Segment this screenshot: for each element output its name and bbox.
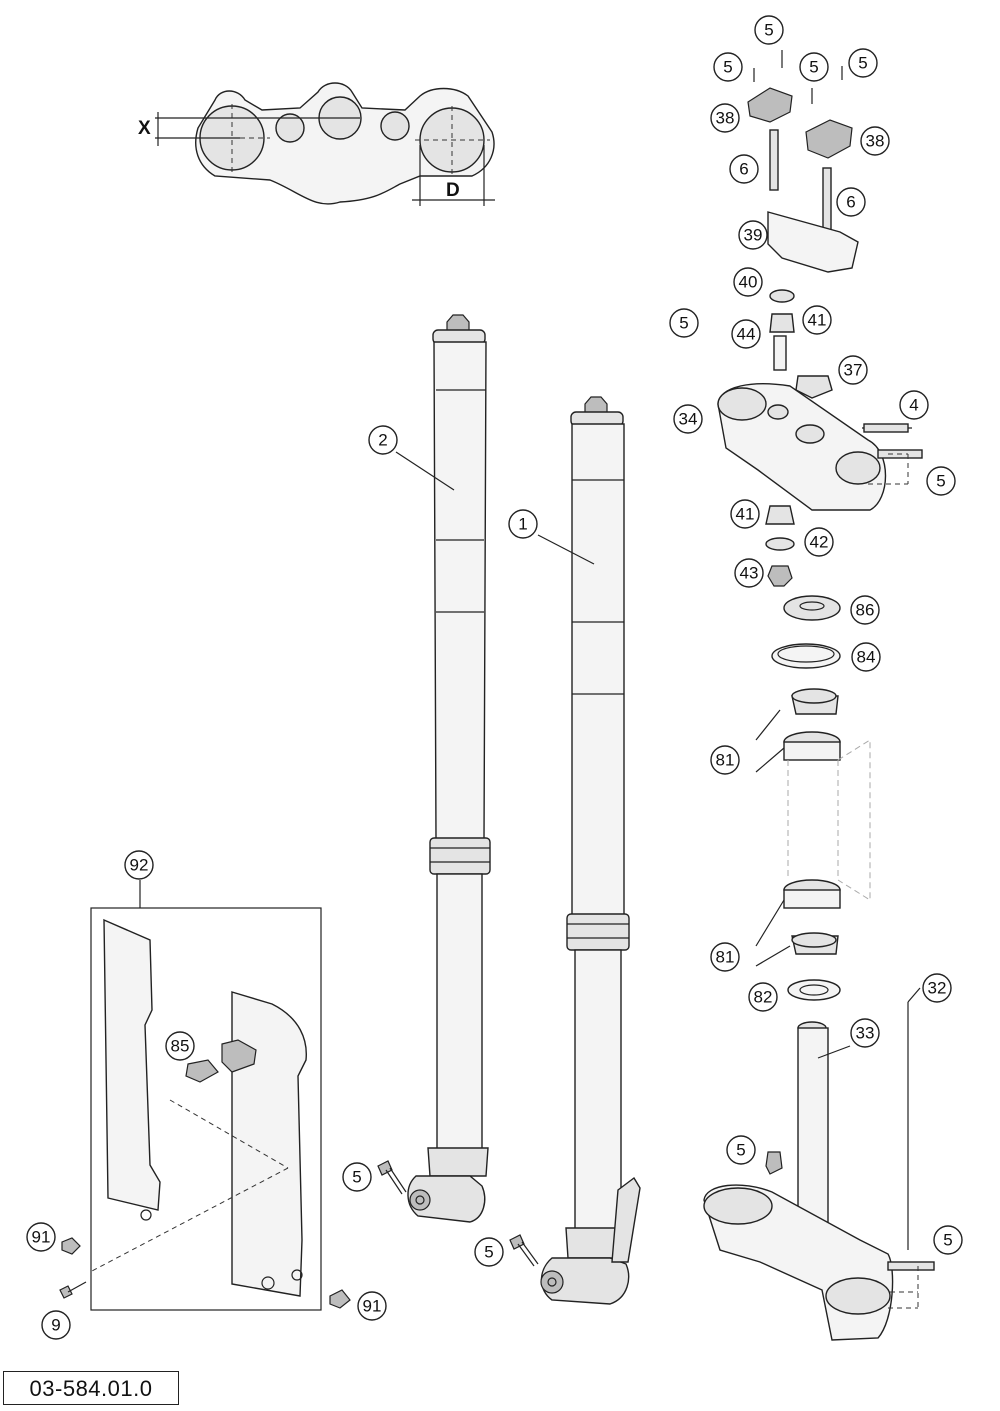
callout-92: 92 (124, 850, 154, 880)
dimension-x-label: X (138, 118, 151, 139)
svg-text:38: 38 (866, 132, 885, 151)
callout-6: 6 (729, 154, 759, 184)
svg-text:4: 4 (909, 396, 918, 415)
callout-37: 37 (838, 355, 868, 385)
svg-text:85: 85 (171, 1037, 190, 1056)
svg-text:1: 1 (518, 515, 527, 534)
svg-text:5: 5 (943, 1231, 952, 1250)
callout-84: 84 (851, 642, 881, 672)
callout-5: 5 (474, 1237, 504, 1267)
handlebar-clamp-assembly (747, 50, 859, 399)
svg-text:5: 5 (484, 1243, 493, 1262)
callout-5: 5 (933, 1225, 963, 1255)
callout-38: 38 (860, 126, 890, 156)
svg-text:5: 5 (679, 314, 688, 333)
svg-text:91: 91 (32, 1228, 51, 1247)
callout-33: 33 (850, 1018, 880, 1048)
callout-34: 34 (673, 404, 703, 434)
svg-text:33: 33 (856, 1024, 875, 1043)
callout-81: 81 (710, 942, 740, 972)
callout-5: 5 (926, 466, 956, 496)
callout-41: 41 (730, 499, 760, 529)
callout-42: 42 (804, 527, 834, 557)
callout-5: 5 (799, 52, 829, 82)
callout-86: 86 (850, 595, 880, 625)
fork-leg-left (407, 314, 491, 1223)
callout-43: 43 (734, 558, 764, 588)
svg-text:5: 5 (809, 58, 818, 77)
callout-39: 39 (738, 220, 768, 250)
svg-text:32: 32 (928, 979, 947, 998)
svg-text:6: 6 (739, 160, 748, 179)
svg-text:38: 38 (716, 109, 735, 128)
axle-clamp-bolt-right (509, 1234, 539, 1267)
callout-41: 41 (802, 305, 832, 335)
callout-81: 81 (710, 745, 740, 775)
svg-text:43: 43 (740, 564, 759, 583)
svg-text:39: 39 (744, 226, 763, 245)
svg-text:81: 81 (716, 751, 735, 770)
callout-5: 5 (705, 339, 714, 358)
callout-91: 91 (357, 1291, 387, 1321)
svg-text:5: 5 (723, 58, 732, 77)
axle-clamp-bolt-left (377, 1160, 407, 1195)
callout-5: 5 (342, 1162, 372, 1192)
svg-text:5: 5 (764, 21, 773, 40)
callout-5: 5 (669, 308, 699, 338)
callout-9: 9 (41, 1310, 71, 1340)
svg-text:84: 84 (857, 648, 876, 667)
svg-text:5: 5 (736, 1141, 745, 1160)
upper-triple-clamp (717, 383, 923, 511)
fork-protector-kit (59, 880, 351, 1311)
callout-5: 5 (754, 15, 784, 45)
callout-5: 5 (726, 1135, 756, 1165)
svg-text:86: 86 (856, 601, 875, 620)
triple-clamp-detail-view (155, 82, 495, 206)
svg-text:34: 34 (679, 410, 698, 429)
svg-text:92: 92 (130, 856, 149, 875)
svg-text:42: 42 (810, 533, 829, 552)
svg-text:5: 5 (936, 472, 945, 491)
leader-lines (395, 451, 921, 1250)
callout-5: 5 (848, 48, 878, 78)
svg-text:81: 81 (716, 948, 735, 967)
callout-38: 38 (710, 103, 740, 133)
svg-text:9: 9 (51, 1316, 60, 1335)
callout-5: 5 (713, 52, 743, 82)
fork-leg-right (540, 396, 641, 1305)
svg-text:41: 41 (736, 505, 755, 524)
svg-text:5: 5 (858, 54, 867, 73)
lower-triple-clamp-with-stem (703, 1021, 935, 1341)
svg-text:82: 82 (754, 988, 773, 1007)
callout-4: 4 (899, 390, 929, 420)
callout-44: 44 (731, 319, 761, 349)
callout-82: 82 (748, 982, 778, 1012)
svg-text:44: 44 (737, 325, 756, 344)
svg-text:91: 91 (363, 1297, 382, 1316)
dimension-d-label: D (446, 180, 460, 201)
svg-text:40: 40 (739, 273, 758, 292)
callout-32: 32 (922, 973, 952, 1003)
svg-text:2: 2 (378, 431, 387, 450)
callout-6: 6 (836, 187, 866, 217)
callout-2: 2 (368, 425, 398, 455)
callout-1: 1 (508, 509, 538, 539)
svg-text:37: 37 (844, 361, 863, 380)
diagram-code: 03-584.01.0 (29, 1376, 153, 1401)
callout-91: 91 (26, 1222, 56, 1252)
steering-stem-hardware (765, 505, 871, 1001)
diagram-reference-box: 03-584.01.0 (3, 1371, 179, 1405)
svg-text:6: 6 (846, 193, 855, 212)
callout-85: 85 (165, 1031, 195, 1061)
svg-text:5: 5 (352, 1168, 361, 1187)
callout-40: 40 (733, 267, 763, 297)
svg-text:41: 41 (808, 311, 827, 330)
